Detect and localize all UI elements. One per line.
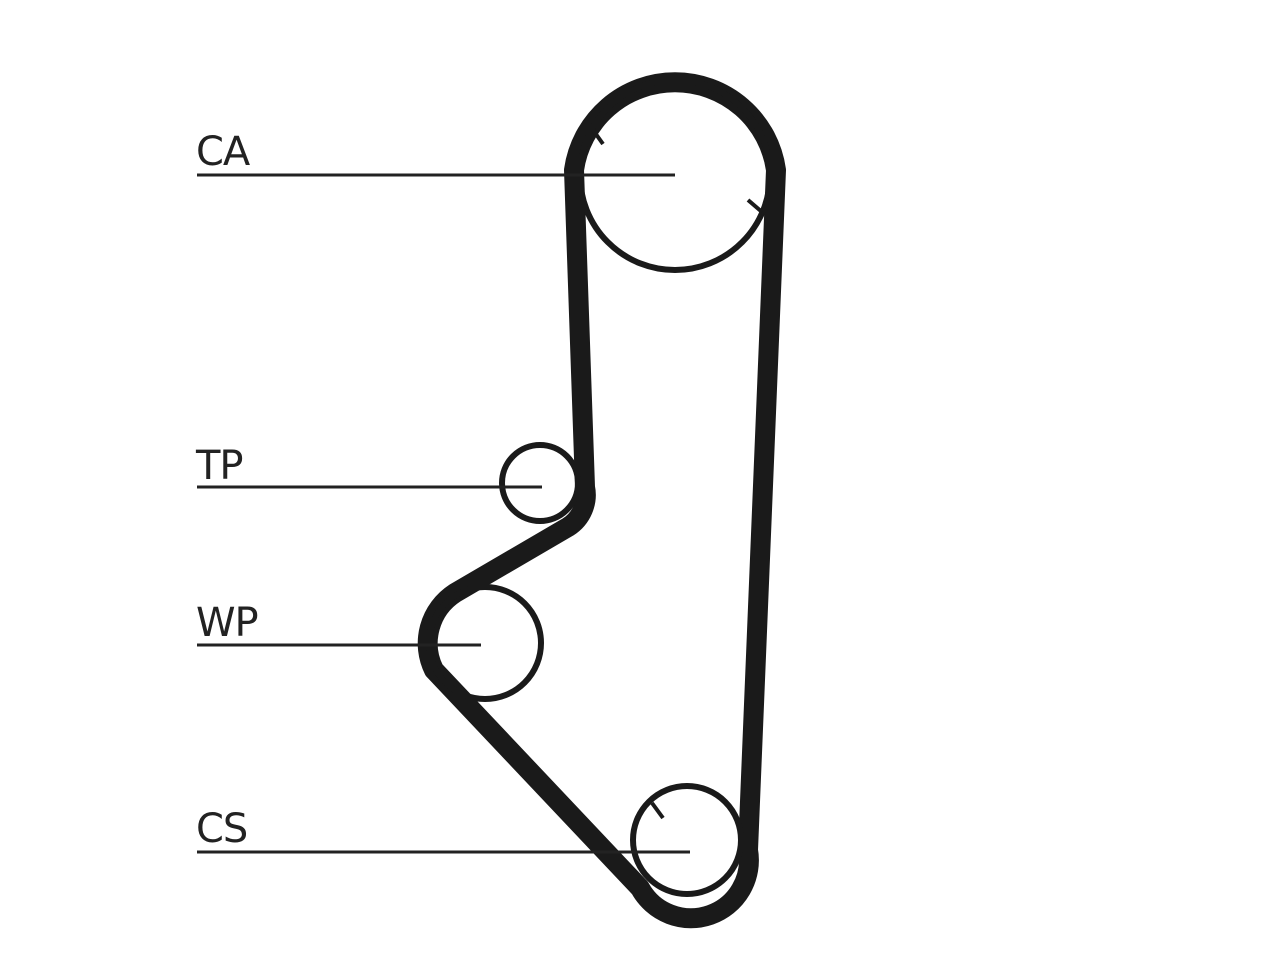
tensioner-pulley — [499, 442, 581, 524]
timing-belt — [417, 72, 786, 929]
crankshaft-pulley — [630, 783, 744, 897]
crankshaft-timing-mark — [650, 801, 665, 820]
camshaft-timing-mark-top — [591, 128, 605, 146]
camshaft-timing-mark-right — [746, 198, 764, 214]
label-cs: CS — [196, 806, 247, 852]
water-pump-pulley — [426, 584, 544, 702]
label-ca: CA — [196, 129, 251, 175]
label-tp: TP — [195, 443, 243, 489]
label-wp: WP — [196, 600, 258, 646]
